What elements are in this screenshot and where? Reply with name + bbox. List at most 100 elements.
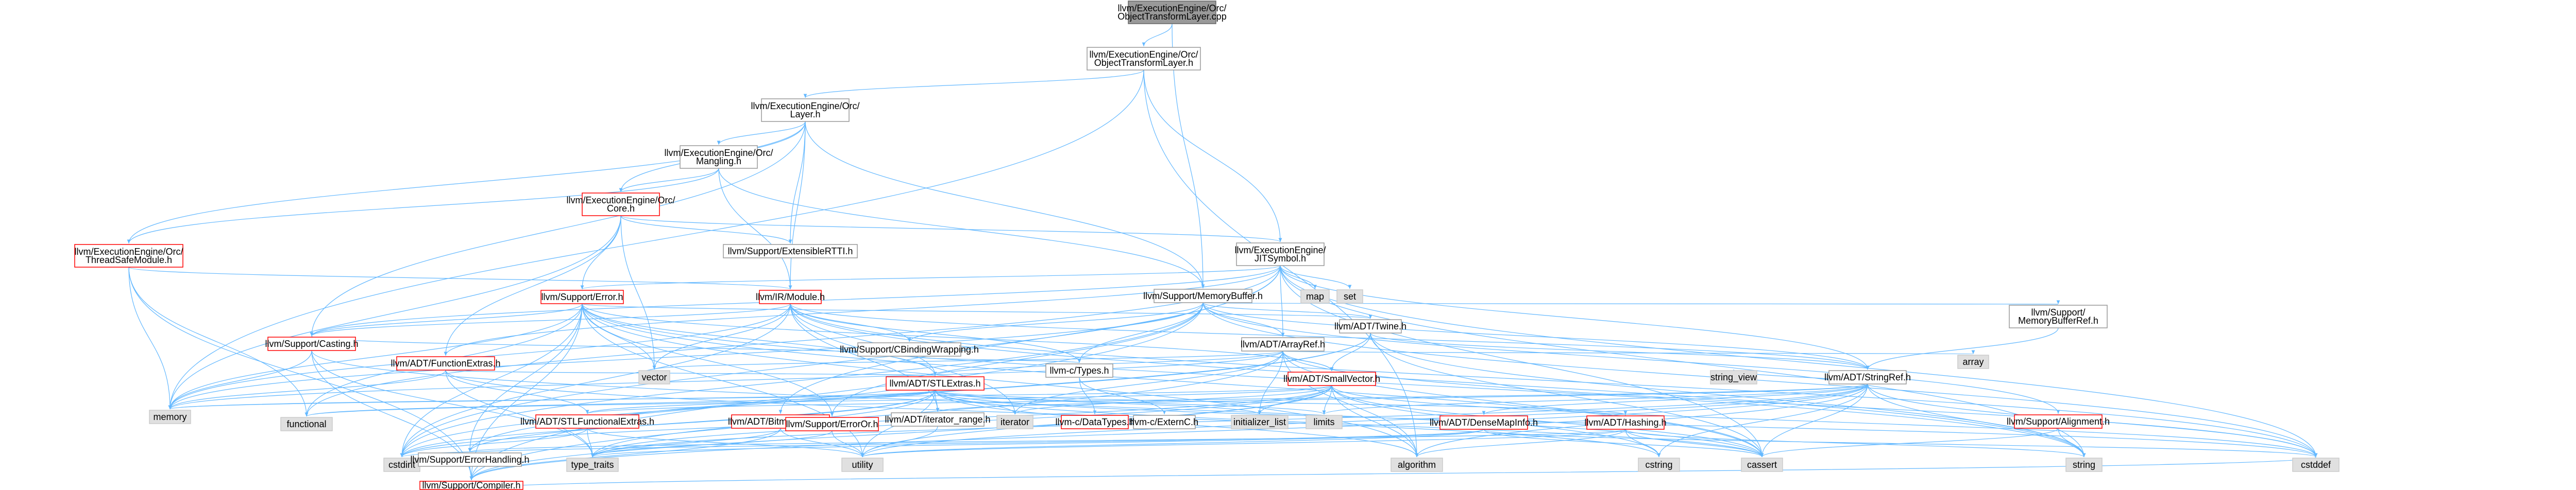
edge-iterrange-to-utility <box>860 426 938 458</box>
node-box <box>1710 370 1757 384</box>
edge-error-to-algorithm <box>582 303 1419 458</box>
edge-module-to-casting <box>310 303 791 337</box>
node-compiler[interactable]: llvm/Support/Compiler.h <box>419 480 523 490</box>
node-twine[interactable]: llvm/ADT/Twine.h <box>1334 319 1406 334</box>
node-map: map <box>1300 289 1330 304</box>
edge-memorybuffer-to-stringref <box>1202 302 1870 370</box>
node-memorybuffer[interactable]: llvm/Support/MemoryBuffer.h <box>1143 289 1263 303</box>
edge-functionextras-to-stlfunc <box>445 370 589 414</box>
node-ctypes[interactable]: llvm-c/Types.h <box>1045 363 1113 378</box>
node-smallvector[interactable]: llvm/ADT/SmallVector.h <box>1283 372 1380 386</box>
node-box <box>638 370 670 384</box>
edge-memorybuffer-to-memory <box>168 302 1204 410</box>
node-mangling[interactable]: llvm/ExecutionEngine/Orc/Mangling.h <box>664 145 773 169</box>
edge-twine-to-stringref <box>1370 332 1870 370</box>
edge-core-to-functionextras <box>444 215 621 356</box>
edge-otl-to-memory <box>168 69 1144 410</box>
node-box <box>396 356 495 371</box>
node-module[interactable]: llvm/IR/Module.h <box>756 290 825 304</box>
node-label-line: Layer.h <box>790 109 820 119</box>
edge-densemapinfo-to-cstdint <box>400 429 1484 458</box>
node-box <box>759 290 822 304</box>
edge-hashing-to-algorithm <box>1415 429 1626 458</box>
node-stlextras[interactable]: llvm/ADT/STLExtras.h <box>886 376 985 391</box>
node-label-line: llvm/ExecutionEngine/Orc/ <box>566 195 675 205</box>
node-jitsym[interactable]: llvm/ExecutionEngine/JITSymbol.h <box>1234 242 1326 266</box>
edge-bitmaskenum-to-utility <box>780 428 865 458</box>
node-label: vector <box>641 372 667 382</box>
node-hashing[interactable]: llvm/ADT/Hashing.h <box>1584 415 1667 430</box>
node-iterrange[interactable]: llvm/ADT/iterator_range.h <box>885 412 991 427</box>
node-box <box>1306 415 1343 429</box>
node-errhandling[interactable]: llvm/Support/ErrorHandling.h <box>410 452 530 467</box>
edge-twine-to-smallvector <box>1330 332 1371 372</box>
node-layer[interactable]: llvm/ExecutionEngine/Orc/Layer.h <box>751 98 860 122</box>
edge-jitsym-to-cstddef <box>1280 265 2318 458</box>
edge-ctypes-to-datatypes <box>1079 377 1097 415</box>
edge-densemapinfo-to-typetraits <box>591 429 1484 458</box>
node-box <box>1087 47 1201 71</box>
node-box <box>1133 415 1196 429</box>
node-box <box>1336 289 1363 304</box>
node-stringref[interactable]: llvm/ADT/StringRef.h <box>1824 370 1911 384</box>
node-otl[interactable]: llvm/ExecutionEngine/Orc/ObjectTransform… <box>1087 47 1201 71</box>
edge-smallvector-to-functional <box>305 385 1332 417</box>
edge-jitsym-to-stringref <box>1280 265 1870 370</box>
node-erroror[interactable]: llvm/Support/ErrorOr.h <box>785 417 879 431</box>
node-label: llvm/Support/Casting.h <box>265 339 358 349</box>
edge-memorybuffer-to-compiler <box>469 302 1204 481</box>
node-datatypes[interactable]: llvm-c/DataTypes.h <box>1055 415 1134 429</box>
edge-hashing-to-utility <box>861 429 1626 458</box>
node-stlfunc[interactable]: llvm/ADT/STLFunctionalExtras.h <box>520 414 654 429</box>
edge-stlextras-to-initlist <box>935 390 1262 415</box>
node-casting[interactable]: llvm/Support/Casting.h <box>265 337 359 351</box>
edge-stlextras-to-cassert <box>935 390 1764 458</box>
node-densemapinfo[interactable]: llvm/ADT/DenseMapInfo.h <box>1430 415 1538 430</box>
node-cbinding[interactable]: llvm/Support/CBindingWrapping.h <box>840 342 979 357</box>
node-tsm[interactable]: llvm/ExecutionEngine/Orc/ThreadSafeModul… <box>74 244 183 268</box>
edge-layer-to-extrtti <box>788 121 806 244</box>
edge-core-to-error <box>580 215 621 290</box>
node-externc[interactable]: llvm-c/ExternC.h <box>1130 415 1198 429</box>
node-arrayref[interactable]: llvm/ADT/ArrayRef.h <box>1241 337 1325 352</box>
edge-root-to-otl <box>1142 23 1173 47</box>
node-cstdint: cstdint <box>383 458 420 472</box>
edge-stringref-to-typetraits <box>590 383 1868 458</box>
node-box <box>1828 370 1907 384</box>
node-iterator: iterator <box>996 415 1033 429</box>
edge-memorybuffer-to-cbinding <box>907 302 1204 342</box>
node-label: type_traits <box>571 460 614 470</box>
edge-memorybuffer-to-twine <box>1202 302 1372 319</box>
node-functionextras[interactable]: llvm/ADT/FunctionExtras.h <box>391 356 501 371</box>
node-extrtti[interactable]: llvm/Support/ExtensibleRTTI.h <box>723 244 858 258</box>
node-error[interactable]: llvm/Support/Error.h <box>540 290 624 304</box>
node-label: set <box>1344 291 1356 302</box>
node-box <box>680 145 758 169</box>
node-label: cassert <box>1747 460 1777 470</box>
node-root[interactable]: llvm/ExecutionEngine/Orc/ObjectTransform… <box>1117 1 1227 24</box>
edge-error-to-cassert <box>582 303 1764 458</box>
node-mbref[interactable]: llvm/Support/MemoryBufferRef.h <box>2009 305 2108 328</box>
edge-stringref-to-compiler <box>469 383 1868 481</box>
node-alignment[interactable]: llvm/Support/Alignment.h <box>2007 414 2110 429</box>
node-core[interactable]: llvm/ExecutionEngine/Orc/Core.h <box>566 192 675 216</box>
node-label-line: llvm/ExecutionEngine/Orc/ <box>1089 49 1198 60</box>
node-box <box>1741 458 1783 472</box>
edge-module-to-vector <box>652 303 791 370</box>
node-initlist: initializer_list <box>1231 415 1289 429</box>
edge-error-to-twine <box>582 303 1372 319</box>
edge-jitsym-to-functionextras <box>444 265 1281 356</box>
node-label: limits <box>1314 417 1335 427</box>
edge-functionextras-to-memory <box>168 370 446 410</box>
edge-functionextras-to-typetraits <box>445 370 595 458</box>
edge-alignment-to-cassert <box>1760 428 2059 458</box>
edge-erroror-to-typetraits <box>590 430 833 458</box>
node-box <box>1391 458 1443 472</box>
edge-errhandling-to-compiler <box>469 466 473 481</box>
edge-functionextras-to-stlextras <box>445 370 936 376</box>
node-label: iterator <box>1001 417 1029 427</box>
edge-module-to-cbinding <box>790 303 911 342</box>
edge-jitsym-to-cstdint <box>400 265 1281 458</box>
node-label-line: JITSymbol.h <box>1255 253 1306 264</box>
node-label: llvm/Support/ExtensibleRTTI.h <box>728 246 853 256</box>
